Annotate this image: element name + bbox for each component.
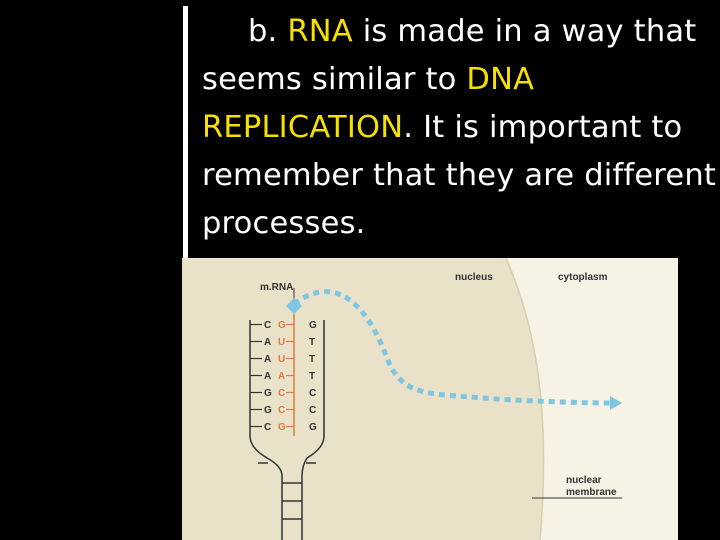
rna-base: G	[278, 422, 286, 433]
complement-base: G	[309, 422, 317, 433]
template-base: G	[264, 388, 272, 399]
complement-base: T	[309, 337, 315, 348]
arrow-start	[286, 298, 302, 314]
mrna-export-arrow	[292, 289, 613, 406]
mrna-label: m.RNA	[260, 282, 293, 293]
nuclear-label: nuclear	[566, 475, 602, 486]
highlight-dna-replication: DNA REPLICATION	[202, 62, 535, 145]
nucleus-label: nucleus	[455, 272, 493, 283]
template-base: A	[264, 337, 271, 348]
dna-ladder	[249, 320, 325, 540]
text-prefix: b.	[248, 14, 288, 49]
complement-base: T	[309, 371, 315, 382]
slide-text: b. RNA is made in a way that seems simil…	[202, 8, 720, 248]
nucleus-region	[182, 258, 544, 540]
template-base: C	[264, 422, 271, 433]
template-base: C	[264, 320, 271, 331]
template-base: G	[264, 405, 272, 416]
text-rest: . It is important to remember that they …	[202, 110, 717, 241]
complement-base: C	[309, 405, 316, 416]
rna-base: C	[278, 405, 285, 416]
nuclear-membrane-edge	[505, 258, 545, 540]
cytoplasm-label: cytoplasm	[558, 272, 608, 283]
text-mid: is made in a way that seems similar to	[202, 14, 697, 97]
rna-base: U	[278, 337, 285, 348]
rna-base: C	[278, 388, 285, 399]
template-base: A	[264, 354, 271, 365]
complement-backbone	[301, 320, 325, 540]
arrow-head	[610, 396, 622, 410]
complement-base: T	[309, 354, 315, 365]
rna-base: A	[278, 371, 285, 382]
membrane-label: membrane	[566, 487, 617, 498]
highlight-rna: RNA	[287, 14, 353, 49]
template-base: A	[264, 371, 271, 382]
rna-base: G	[278, 320, 286, 331]
complement-base: C	[309, 388, 316, 399]
rna-base: U	[278, 354, 285, 365]
template-backbone	[249, 320, 283, 540]
complement-base: G	[309, 320, 317, 331]
